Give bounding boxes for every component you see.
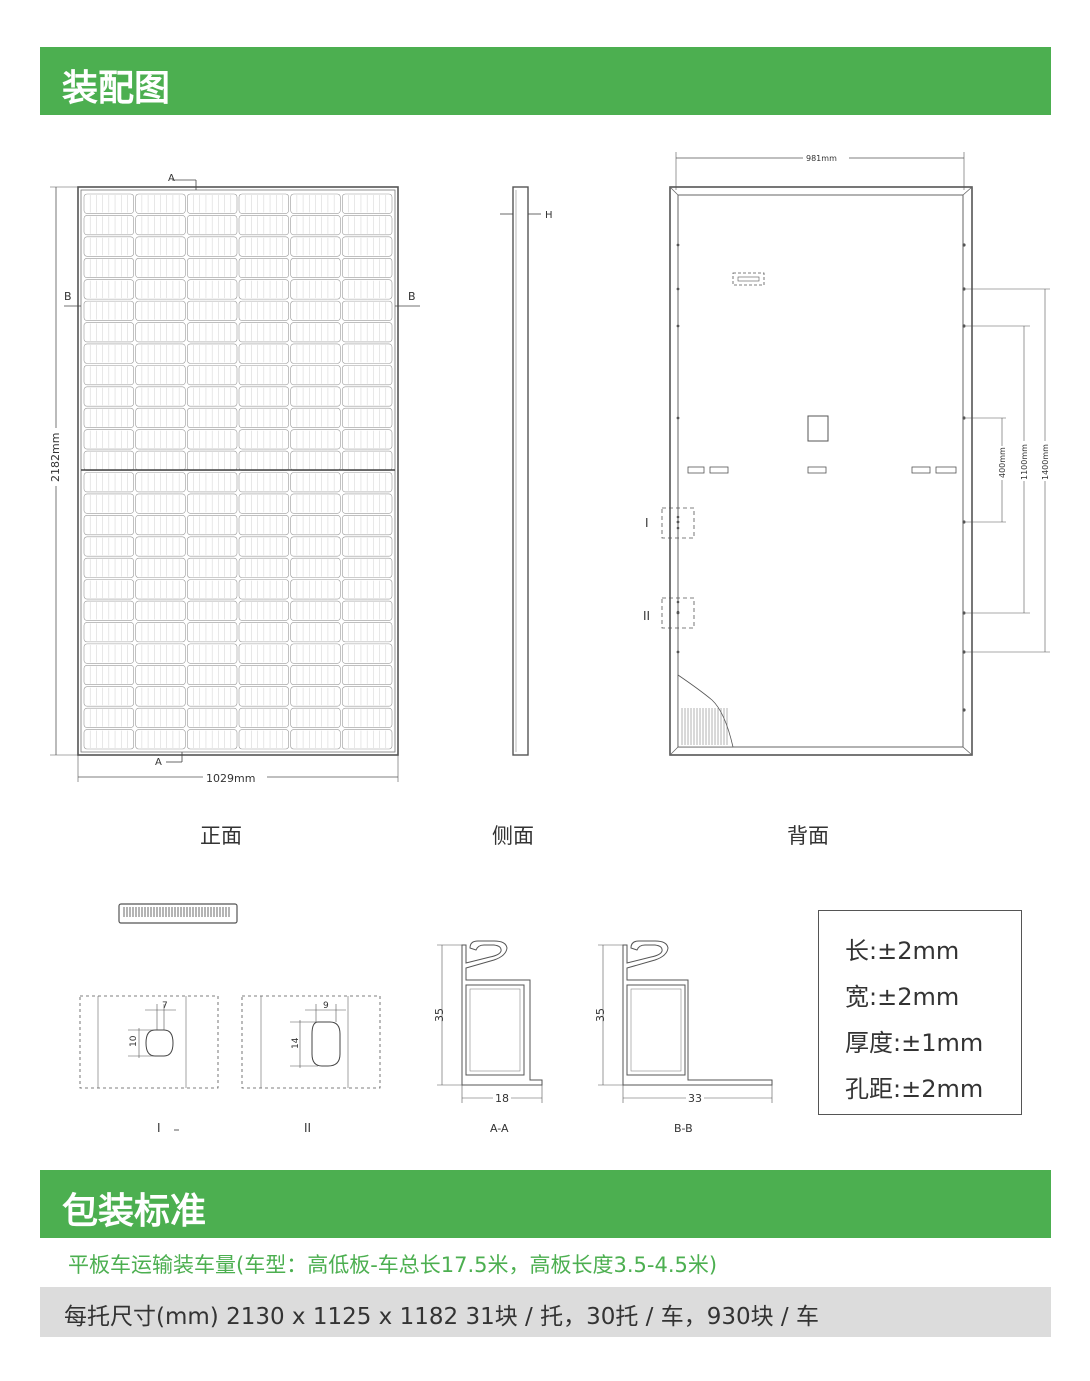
assembly-header-title: 装配图 [62,68,171,109]
front-width-label: 1029mm [206,772,255,785]
front-marker-b-right: B [408,290,416,303]
front-marker-a-top: A [168,173,175,184]
aa-section-label: A-A [490,1122,509,1135]
bb-width-label: 33 [688,1092,702,1105]
tolerance-box: 长:±2mm 宽:±2mm 厚度:±1mm 孔距:±2mm [818,910,1022,1115]
detail-ii-width: 9 [323,1001,329,1011]
front-height-label: 2182mm [49,433,62,482]
front-marker-b-left: B [64,290,72,303]
transport-text: 平板车运输装车量(车型：高低板-车总长17.5米，高板长度3.5-4.5米) [68,1253,718,1277]
detail-ii-label: II [304,1121,311,1135]
tolerance-thickness: 厚度:±1mm [845,1029,984,1057]
detail-i-width: 7 [162,1001,168,1011]
hole-1100-label: 1100mm [1020,444,1029,480]
front-view-caption: 正面 [200,824,242,848]
aa-height-label: 35 [433,1008,446,1022]
detail-i: 7 10 I [79,995,219,1135]
tolerance-hole-spacing: 孔距:±2mm [845,1075,984,1103]
back-marker-ii: II [643,609,650,623]
back-view: 981mm I II 400mm [643,152,1051,756]
aa-width-label: 18 [495,1092,509,1105]
back-view-caption: 背面 [787,824,829,848]
cell-strip-detail [118,903,238,924]
side-view-caption: 侧面 [492,824,534,848]
back-width-label: 981mm [806,154,837,163]
transport-row: 平板车运输装车量(车型：高低板-车总长17.5米，高板长度3.5-4.5米) [40,1239,1051,1286]
assembly-drawing: A A B B 2182mm 1029mm H [49,152,1051,1135]
back-marker-i: I [645,516,649,530]
detail-i-label: I [157,1121,161,1135]
front-marker-a-bottom: A [155,757,162,768]
pallet-row: 每托尺寸(mm) 2130 x 1125 x 1182 31块 / 托，30托 … [40,1287,1051,1337]
front-view: A A B B 2182mm 1029mm [49,173,420,785]
side-view: H [500,186,553,756]
detail-ii-height: 14 [291,1037,301,1049]
tolerance-width: 宽:±2mm [845,983,960,1011]
packaging-header-title: 包装标准 [62,1191,207,1232]
section-bb: 35 33 B-B [594,940,773,1135]
pallet-text: 每托尺寸(mm) 2130 x 1125 x 1182 31块 / 托，30托 … [64,1304,819,1330]
hole-1400-label: 1400mm [1041,444,1050,480]
tolerance-length: 长:±2mm [845,937,960,965]
bb-height-label: 35 [594,1008,607,1022]
section-aa: 35 18 A-A [433,940,543,1135]
assembly-header: 装配图 [40,47,1051,115]
packaging-header: 包装标准 [40,1170,1051,1238]
side-marker-h: H [545,210,553,221]
detail-ii: 9 14 II [241,995,381,1135]
front-cell-grid [83,193,393,750]
detail-i-height: 10 [129,1035,139,1047]
hole-400-label: 400mm [998,447,1007,478]
bb-section-label: B-B [674,1122,693,1135]
